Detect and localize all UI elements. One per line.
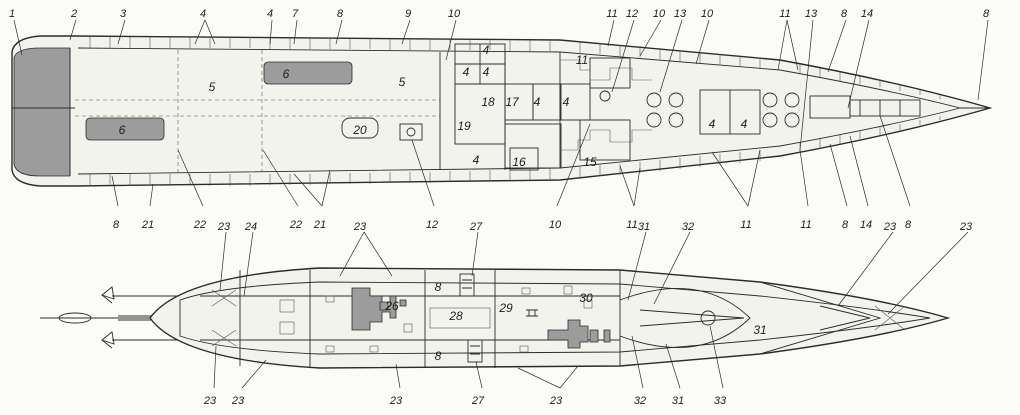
lower-engine-26	[351, 287, 397, 331]
lower-pumps-27	[459, 273, 483, 363]
callout-label: 3	[120, 8, 127, 20]
callout-label: 8	[435, 280, 442, 294]
callout-label: 10	[448, 8, 461, 20]
callout-label: 13	[805, 8, 818, 20]
upper-compartments-block	[341, 43, 631, 171]
callout-label: 33	[714, 395, 727, 407]
callout-label: 22	[193, 219, 206, 231]
callout-label: 6	[119, 123, 126, 137]
callout-label: 23	[231, 395, 245, 407]
lower-deck-plan	[40, 267, 951, 369]
callout-label: 30	[579, 291, 593, 305]
callout-label: 23	[353, 221, 367, 233]
callout-label: 16	[512, 155, 526, 169]
callout-label: 31	[753, 323, 766, 337]
callout-label: 11	[800, 219, 811, 231]
callout-label: 11	[576, 53, 588, 67]
callout-label: 11	[740, 219, 751, 231]
callout-label: 11	[779, 8, 790, 20]
upper-hull-outline	[11, 35, 993, 187]
lower-bottom-labels: 23 23 23 27 23 32 31 33	[203, 395, 727, 407]
lower-leader-lines	[213, 231, 969, 389]
callout-label: 11	[606, 8, 617, 20]
callout-label: 6	[283, 67, 290, 81]
upper-leader-lines	[13, 19, 989, 207]
callout-label: 23	[959, 221, 973, 233]
callout-label: 31	[672, 395, 684, 407]
callout-label: 23	[203, 395, 217, 407]
callout-label: 4	[563, 95, 570, 109]
callout-label: 4	[709, 117, 716, 131]
callout-label: 31	[638, 221, 650, 233]
upper-round-hatches	[599, 90, 800, 128]
callout-label: 4	[267, 8, 273, 20]
callout-label: 23	[217, 221, 231, 233]
upper-bridge-area	[13, 47, 71, 177]
callout-label: 15	[583, 155, 597, 169]
callout-label: 5	[399, 75, 406, 89]
callout-label: 8	[841, 8, 848, 20]
callout-label: 4	[483, 43, 490, 57]
callout-label: 5	[209, 80, 216, 94]
callout-label: 8	[113, 219, 120, 231]
callout-label: 1	[9, 8, 15, 20]
callout-label: 13	[674, 8, 687, 20]
callout-label: 27	[469, 221, 483, 233]
callout-label: 11	[626, 219, 637, 231]
callout-label: 26	[384, 299, 399, 313]
upper-room-6-starboard	[263, 61, 353, 85]
callout-label: 8	[435, 349, 442, 363]
callout-label: 8	[842, 219, 849, 231]
callout-label: 14	[861, 8, 873, 20]
lower-engine-30	[547, 319, 589, 349]
callout-label: 4	[463, 65, 470, 79]
callout-label: 29	[498, 301, 513, 315]
callout-label: 7	[292, 8, 299, 20]
callout-label: 8	[905, 219, 912, 231]
callout-label: 20	[352, 123, 367, 137]
callout-label: 4	[741, 117, 748, 131]
callout-label: 4	[534, 95, 541, 109]
callout-label: 21	[313, 219, 326, 231]
callout-label: 14	[860, 219, 872, 231]
callout-label: 23	[883, 221, 897, 233]
callout-label: 21	[141, 219, 154, 231]
callout-label: 9	[405, 8, 411, 20]
callout-label: 22	[289, 219, 302, 231]
callout-label: 8	[337, 8, 344, 20]
lower-hull-outline	[149, 267, 951, 369]
callout-label: 10	[701, 8, 714, 20]
lower-hatch-33	[700, 310, 716, 326]
callout-label: 28	[448, 309, 463, 323]
callout-label: 4	[483, 65, 490, 79]
callout-label: 18	[481, 95, 495, 109]
callout-label: 24	[244, 221, 257, 233]
callout-label: 32	[682, 221, 694, 233]
upper-deck-plan	[11, 35, 993, 187]
callout-label: 23	[549, 395, 563, 407]
callout-label: 10	[549, 219, 562, 231]
callout-label: 12	[626, 8, 638, 20]
callout-label: 12	[426, 219, 438, 231]
callout-label: 32	[634, 395, 646, 407]
callout-label: 27	[471, 395, 485, 407]
callout-label: 4	[473, 153, 480, 167]
callout-label: 2	[70, 8, 77, 20]
lower-inner-labels: 26 8 28 8 29 30 31	[384, 280, 766, 363]
callout-label: 17	[505, 95, 520, 109]
lower-top-labels: 23 24 23 27 31 32 23 23	[217, 221, 973, 233]
lower-stern-cone	[619, 288, 751, 348]
upper-bottom-labels: 8 21 22 22 21 12 10 11 11 11 8 14 8	[113, 219, 912, 231]
rudder-icon	[58, 312, 92, 324]
callout-label: 4	[200, 8, 206, 20]
callout-label: 8	[983, 8, 990, 20]
callout-label: 10	[653, 8, 666, 20]
callout-label: 23	[389, 395, 403, 407]
callout-label: 19	[457, 119, 471, 133]
upper-room-6-port	[85, 117, 165, 141]
